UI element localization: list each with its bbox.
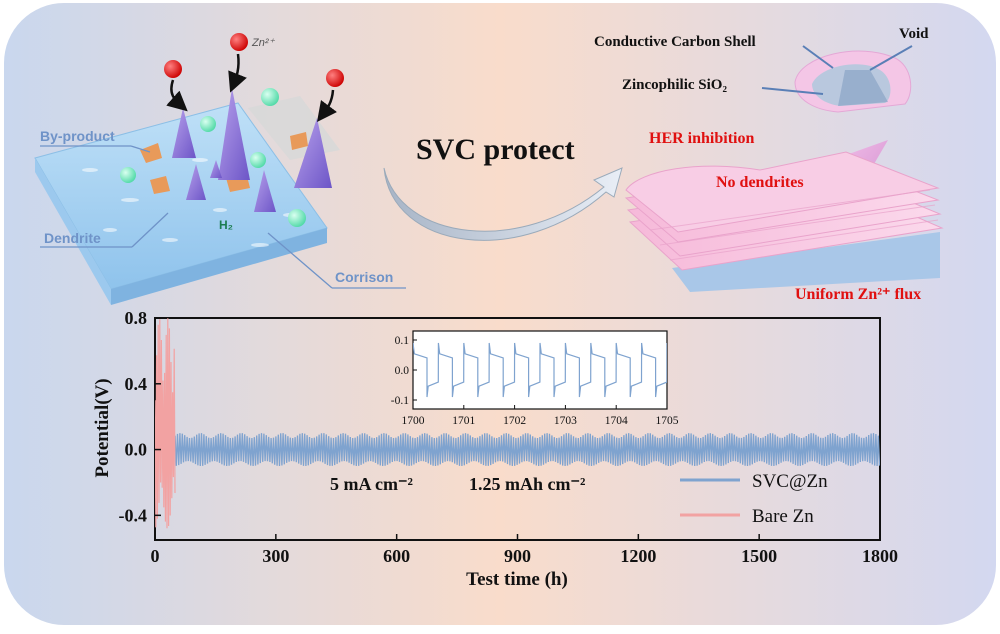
leader-lines [40, 145, 406, 289]
svc-zn-series [174, 433, 880, 467]
x-ticks: 0 300 600 900 1200 1500 1800 [151, 534, 898, 566]
x-tick-label: 300 [262, 546, 289, 566]
x-tick-label: 0 [151, 546, 160, 566]
byproduct-label: By-product [40, 128, 115, 144]
legend-svc-label: SVC@Zn [752, 471, 828, 492]
green-spheres [120, 88, 306, 227]
legend-bare-label: Bare Zn [752, 506, 814, 527]
inset-x-tick-label: 1702 [503, 415, 526, 427]
zinc-slab-side [35, 158, 111, 305]
x-tick-label: 1500 [741, 546, 777, 566]
uniform-flux-label: Uniform Zn²⁺ flux [795, 286, 921, 303]
dendrites [172, 88, 332, 212]
zn-ion-label: Zn²⁺ [251, 37, 276, 49]
y-axis-label: Potential(V) [92, 378, 113, 477]
sio2-label: Zincophilic SiO₂ [622, 77, 727, 93]
inset-chart: 1700 1701 1702 1703 1704 1705 0.1 0.0 -0.1 [391, 330, 679, 427]
x-tick-label: 1200 [620, 546, 656, 566]
y-tick-label: 0.8 [125, 308, 148, 328]
no-dendrites-label: No dendrites [716, 174, 804, 191]
inset-x-tick-label: 1700 [402, 415, 425, 427]
y-tick-label: -0.4 [119, 505, 148, 525]
inset-y-tick-label: -0.1 [391, 395, 409, 407]
inset-x-tick-label: 1705 [656, 415, 679, 427]
dendrite-label: Dendrite [44, 230, 101, 246]
legend: SVC@Zn Bare Zn [680, 471, 828, 527]
curved-arrow [383, 167, 623, 241]
zinc-slab-edge [111, 228, 327, 305]
bare-zn-series [155, 318, 176, 529]
inset-x-tick-label: 1701 [452, 415, 475, 427]
left-schematic: H₂ Zn²⁺ By-product Dendrite Corrison [34, 33, 406, 305]
inset-x-ticks: 1700 1701 1702 1703 1704 1705 [402, 405, 679, 427]
sio2-core [838, 70, 888, 106]
y-ticks: -0.4 0.0 0.4 0.8 [119, 308, 161, 525]
condition-current: 5 mA cm⁻² [330, 474, 413, 494]
right-schematic: Conductive Carbon Shell Void Zincophilic… [594, 26, 944, 303]
h2-label: H₂ [219, 218, 233, 232]
particle-leaders [761, 45, 913, 95]
corrosion-label: Corrison [335, 269, 393, 285]
x-tick-label: 900 [504, 546, 531, 566]
inset-plot-area [413, 342, 667, 398]
y-tick-label: 0.4 [125, 374, 148, 394]
x-axis-label: Test time (h) [466, 569, 568, 590]
curled-layer [625, 151, 940, 233]
base-zinc [672, 232, 940, 292]
zn-ions [164, 33, 344, 87]
ion-arrows [166, 53, 338, 122]
y-tick-label: 0.0 [125, 440, 148, 460]
x-tick-label: 600 [383, 546, 410, 566]
shell-label: Conductive Carbon Shell [594, 34, 756, 50]
inset-x-tick-label: 1703 [554, 415, 577, 427]
chart: 0 300 600 900 1200 1500 1800 -0.4 0.0 0.4 0.8 Tes… [92, 308, 898, 590]
svc-protect-label: SVC protect [416, 133, 575, 166]
inset-y-ticks: 0.1 0.0 -0.1 [391, 335, 417, 407]
void-label: Void [899, 26, 929, 42]
condition-capacity: 1.25 mAh cm⁻² [469, 474, 585, 494]
inset-y-tick-label: 0.0 [395, 365, 410, 377]
center-arrow: SVC protect [383, 133, 623, 241]
inset-series [413, 342, 667, 398]
x-tick-label: 1800 [862, 546, 898, 566]
plot-area [155, 318, 880, 529]
inset-x-tick-label: 1704 [605, 415, 628, 427]
her-label: HER inhibition [649, 130, 754, 147]
inset-y-tick-label: 0.1 [395, 335, 410, 347]
layer-texture [649, 189, 939, 261]
